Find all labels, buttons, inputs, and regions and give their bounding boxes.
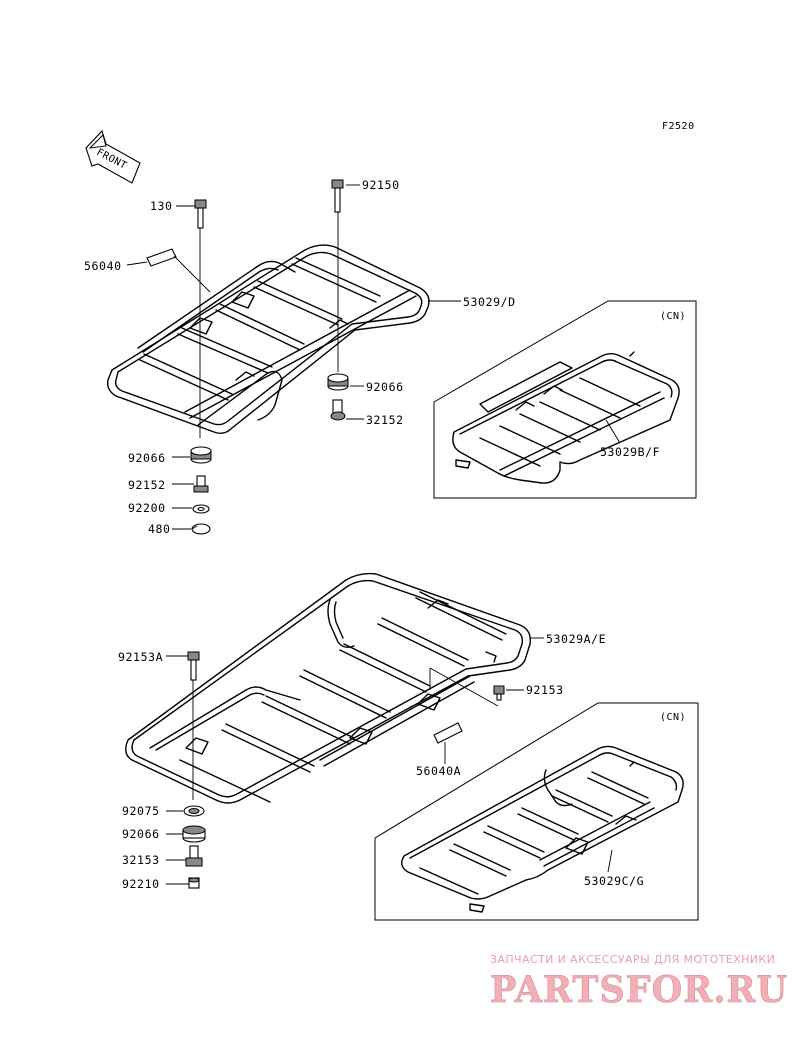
nut-92152-icon: [193, 475, 209, 493]
variant-box-lower: (CN) 53029C/G: [374, 702, 699, 921]
label-92210: 92210: [122, 877, 160, 891]
bolt-92153-icon: [493, 685, 505, 701]
clip-480-icon: [191, 523, 211, 535]
label-56040: 56040: [84, 259, 122, 273]
label-92153a: 92153A: [118, 650, 163, 664]
collar-92066-lower-icon: [182, 825, 206, 843]
label-56040-icon: [146, 248, 177, 267]
variant-box-upper: (CN) 53029B/F: [433, 300, 697, 499]
nut-92210-icon: [188, 877, 200, 889]
label-92066-bottom: 92066: [122, 827, 160, 841]
washer-92200-icon: [192, 504, 210, 514]
collar-92066-left-icon: [190, 446, 212, 464]
bolt-130-icon: [194, 199, 207, 229]
label-92066-top: 92066: [366, 380, 404, 394]
variant-label-upper: (CN): [660, 311, 686, 322]
label-32153: 32153: [122, 853, 160, 867]
label-53029d: 53029/D: [463, 295, 516, 309]
bolt-92150-icon: [331, 179, 344, 213]
rear-rack-53029ae: [125, 572, 531, 804]
variant-label-lower: (CN): [660, 712, 686, 723]
figure-id: F2520: [662, 121, 695, 132]
label-92075: 92075: [122, 804, 160, 818]
label-53029ae: 53029A/E: [546, 632, 606, 646]
label-480: 480: [148, 522, 171, 536]
label-92150: 92150: [362, 178, 400, 192]
label-130: 130: [150, 199, 173, 213]
watermark: ЗАПЧАСТИ И АКСЕССУАРЫ ДЛЯ МОТОТЕХНИКИ PA…: [490, 953, 788, 1011]
front-arrow-icon: FRONT: [85, 129, 141, 184]
label-53029cg: 53029C/G: [584, 874, 644, 888]
bolt-32153-icon: [185, 845, 203, 867]
label-92153: 92153: [526, 683, 564, 697]
label-53029bf: 53029B/F: [600, 445, 660, 459]
label-92066-left: 92066: [128, 451, 166, 465]
bolt-32152-icon: [330, 399, 346, 421]
label-32152: 32152: [366, 413, 404, 427]
label-56040a-icon: [433, 722, 463, 744]
label-92200: 92200: [128, 501, 166, 515]
collar-92075-icon: [183, 805, 205, 817]
watermark-tagline: ЗАПЧАСТИ И АКСЕССУАРЫ ДЛЯ МОТОТЕХНИКИ: [490, 953, 775, 966]
bolt-92153a-icon: [187, 651, 200, 681]
front-rack-53029d: [106, 244, 430, 435]
label-92152: 92152: [128, 478, 166, 492]
label-56040a: 56040A: [416, 764, 461, 778]
collar-92066-upper-icon: [327, 373, 349, 391]
watermark-brand: PARTSFOR.RU: [490, 969, 788, 1011]
